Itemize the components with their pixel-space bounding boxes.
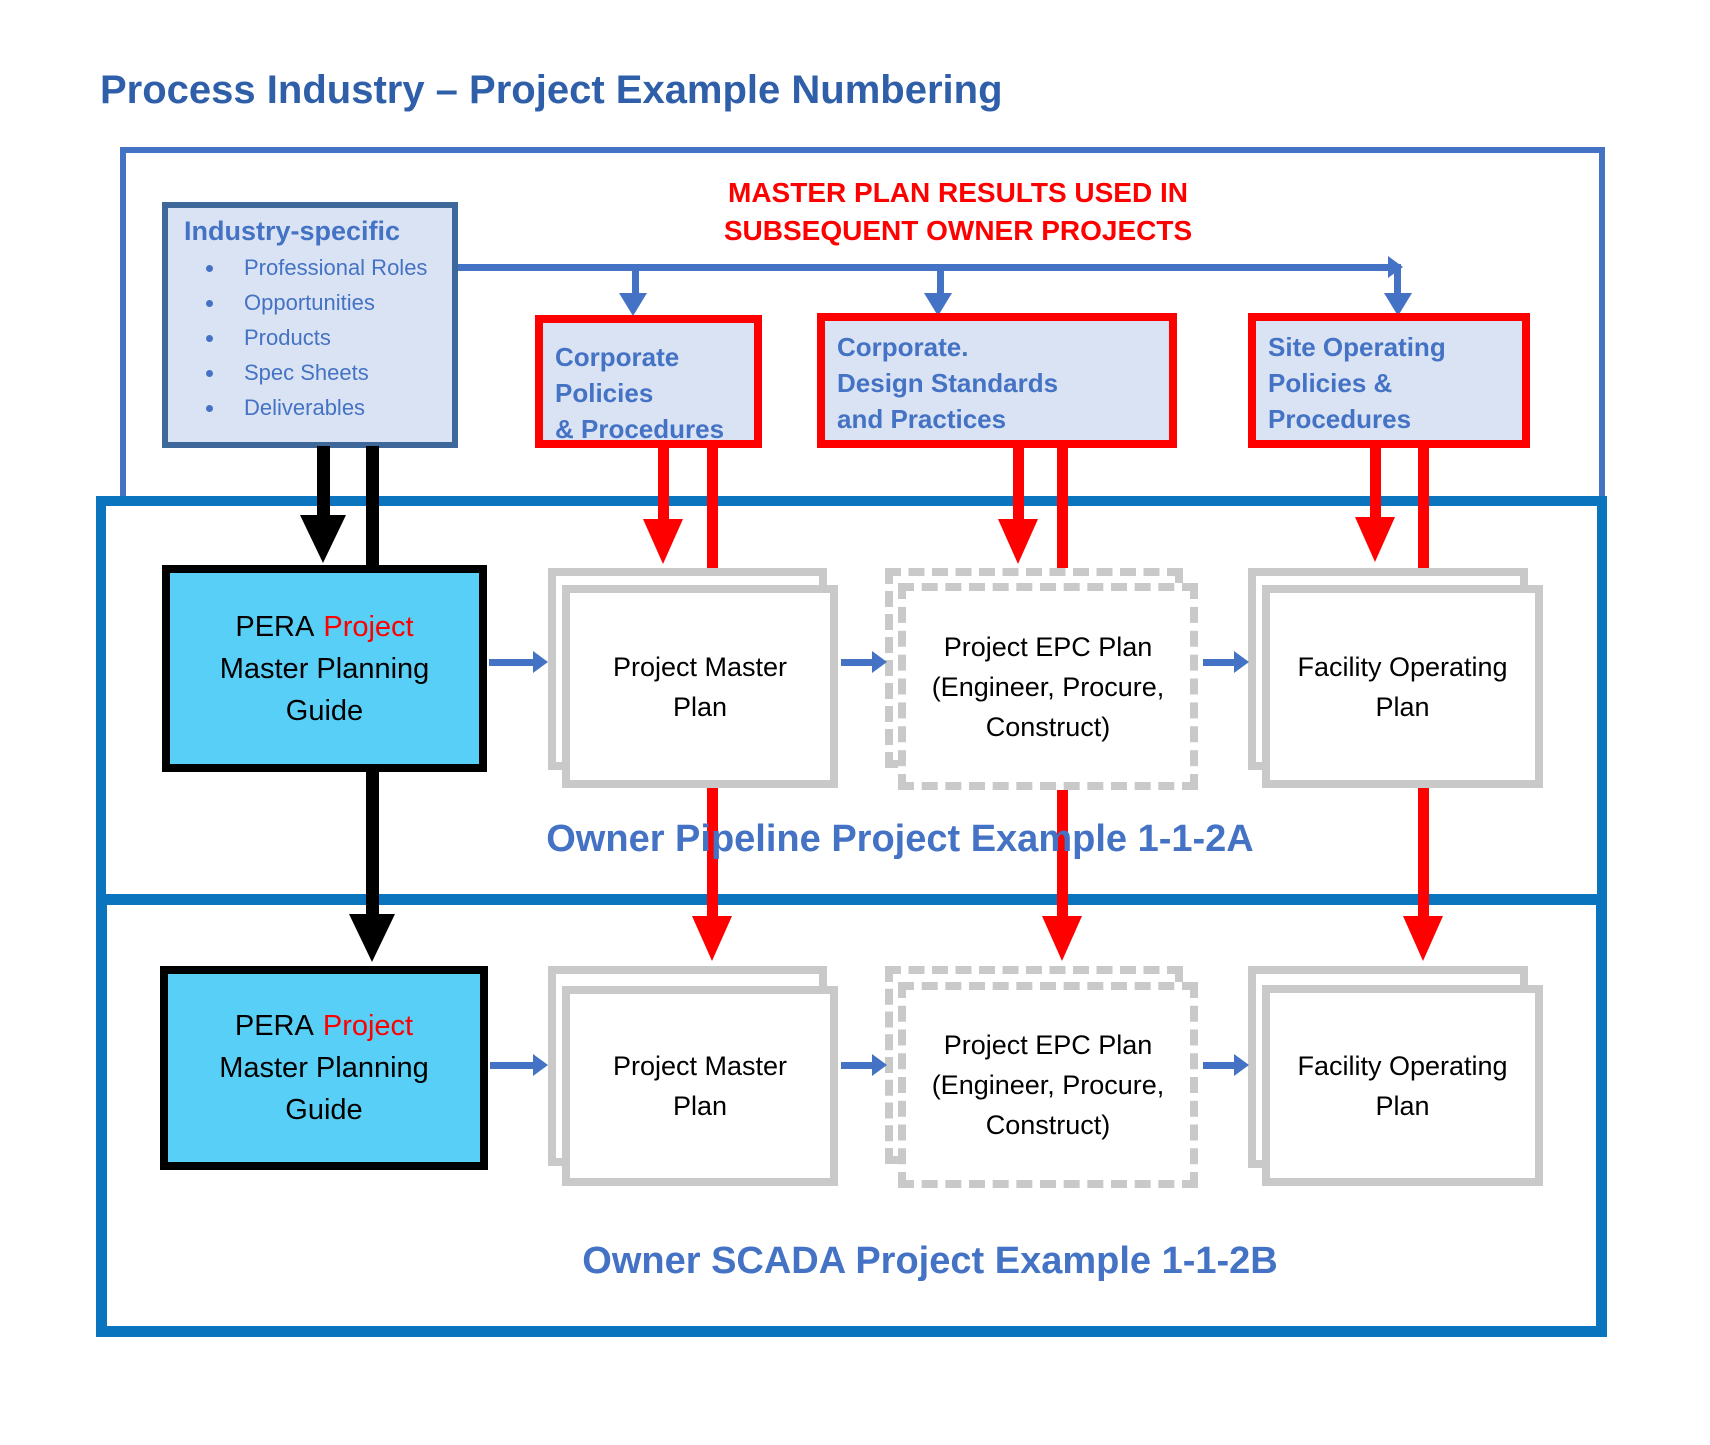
black-arrow-to-pera-scada (366, 772, 379, 916)
red-line-passthrough-masterplan-upper (707, 446, 718, 568)
project-epc-plan-line: Project EPC Plan (943, 631, 1153, 662)
connector-arrowhead-site-operating-icon (1384, 293, 1412, 316)
pera-line2: Master Planning (219, 652, 430, 685)
pipeline-section-title: Owner Pipeline Project Example 1-1-2A (546, 818, 1254, 860)
corporate-design-line: and Practices (837, 404, 1007, 434)
pera-highlight: Project (323, 610, 414, 643)
connector-arrowhead-corporate-policies-icon (619, 293, 647, 316)
pera-line3: Guide (285, 1094, 363, 1126)
facility-operating-plan-box-pipeline: Facility Operating Plan (1262, 585, 1543, 788)
industry-bullet: Products (226, 325, 452, 351)
black-arrowhead-pera-pipeline-icon (300, 515, 346, 563)
industry-specific-heading: Industry-specific (184, 216, 401, 246)
connector-drop-corporate-design (937, 268, 944, 295)
project-master-plan-line: Project Master (612, 1051, 788, 1081)
industry-specific-box: Industry-specific Professional Roles Opp… (162, 202, 458, 448)
flow-arrowhead-pipeline-icon (533, 651, 548, 673)
red-arrowhead-facility-scada-icon (1403, 916, 1443, 961)
flow-arrowhead-scada-icon (1234, 1054, 1249, 1076)
industry-bullet: Spec Sheets (226, 360, 452, 386)
project-master-plan-line: Project Master (612, 651, 788, 682)
master-plan-note-line1: MASTER PLAN RESULTS USED IN (728, 177, 1188, 208)
black-line-passthrough-upper (366, 446, 379, 566)
project-master-plan-box-scada: Project Master Plan (562, 986, 838, 1186)
flow-arrowhead-pipeline-icon (1234, 651, 1249, 673)
flow-arrow-pera-to-masterplan-pipeline (489, 659, 534, 666)
red-arrow-policies-to-masterplan-pipeline (658, 446, 669, 521)
red-arrowhead-epc-pipeline-icon (998, 519, 1038, 564)
industry-bullet: Opportunities (226, 290, 452, 316)
flow-arrow-masterplan-to-epc-pipeline (841, 659, 874, 666)
red-arrowhead-epc-scada-icon (1042, 916, 1082, 961)
red-line-passthrough-facility-upper (1418, 446, 1429, 568)
site-operating-line: Policies & (1268, 368, 1393, 398)
flow-arrow-masterplan-to-epc-scada (841, 1062, 874, 1069)
master-plan-note: MASTER PLAN RESULTS USED IN SUBSEQUENT O… (658, 174, 1258, 250)
project-epc-plan-line: (Engineer, Procure, (931, 671, 1165, 702)
facility-operating-plan-line: Plan (1375, 691, 1430, 722)
red-arrow-siteops-to-facility-scada (1418, 788, 1429, 918)
project-epc-plan-line: (Engineer, Procure, (931, 1070, 1165, 1100)
project-epc-plan-line: Construct) (985, 711, 1111, 742)
project-master-plan-line: Plan (672, 1091, 728, 1121)
red-line-passthrough-epc-upper (1057, 446, 1068, 568)
pera-prefix: PERA (235, 610, 315, 643)
pera-highlight: Project (322, 1010, 414, 1042)
corporate-policies-line: Corporate Policies (555, 342, 680, 408)
project-master-plan-box-pipeline: Project Master Plan (562, 585, 838, 788)
connector-industry-line (458, 264, 1390, 271)
facility-operating-plan-line: Plan (1375, 1090, 1430, 1121)
pera-prefix: PERA (234, 1010, 314, 1042)
flow-arrow-epc-to-facility-scada (1203, 1062, 1236, 1069)
connector-arrowhead-corporate-design-icon (924, 293, 952, 316)
corporate-design-standards-box: Corporate. Design Standards and Practice… (817, 313, 1177, 448)
project-epc-plan-box-pipeline: Project EPC Plan (Engineer, Procure, Con… (898, 583, 1198, 790)
facility-operating-plan-box-scada: Facility Operating Plan (1262, 985, 1543, 1186)
connector-drop-corporate-policies (632, 268, 639, 295)
project-epc-plan-line: Project EPC Plan (943, 1030, 1153, 1060)
industry-bullet-list: Professional Roles Opportunities Product… (184, 255, 452, 421)
red-arrow-design-to-epc-pipeline (1013, 446, 1024, 521)
flow-arrow-pera-to-masterplan-scada (490, 1062, 535, 1069)
red-arrowhead-masterplan-pipeline-icon (643, 519, 683, 564)
site-operating-line: Procedures (1268, 404, 1412, 434)
site-operating-policies-box: Site Operating Policies & Procedures (1248, 313, 1530, 448)
page-title: Process Industry – Project Example Numbe… (100, 68, 1003, 112)
pera-line2: Master Planning (219, 1052, 429, 1084)
industry-bullet: Deliverables (226, 395, 452, 421)
red-arrowhead-facility-pipeline-icon (1355, 517, 1395, 562)
flow-arrowhead-pipeline-icon (872, 651, 887, 673)
red-arrow-policies-to-masterplan-scada (707, 788, 718, 918)
red-arrowhead-masterplan-scada-icon (692, 916, 732, 961)
site-operating-line: Site Operating (1268, 332, 1446, 362)
corporate-design-line: Design Standards (837, 368, 1059, 398)
pera-line3: Guide (285, 694, 364, 727)
facility-operating-plan-line: Facility Operating (1297, 651, 1508, 682)
project-epc-plan-box-scada: Project EPC Plan (Engineer, Procure, Con… (898, 982, 1198, 1188)
corporate-policies-line: & Procedures (555, 414, 725, 444)
red-arrow-siteops-to-facility-pipeline (1370, 446, 1381, 519)
scada-section-title: Owner SCADA Project Example 1-1-2B (582, 1240, 1278, 1282)
flow-arrow-epc-to-facility-pipeline (1203, 659, 1236, 666)
industry-bullet: Professional Roles (226, 255, 452, 281)
facility-operating-plan-line: Facility Operating (1297, 1050, 1508, 1081)
flow-arrowhead-scada-icon (872, 1054, 887, 1076)
scada-section-frame (96, 894, 1607, 1337)
black-arrowhead-pera-scada-icon (349, 914, 395, 962)
red-arrow-design-to-epc-scada (1057, 788, 1068, 918)
master-plan-note-line2: SUBSEQUENT OWNER PROJECTS (723, 215, 1193, 246)
corporate-design-line: Corporate. (837, 332, 969, 362)
project-master-plan-line: Plan (672, 691, 728, 722)
flow-arrowhead-scada-icon (533, 1054, 548, 1076)
corporate-policies-box: Corporate Policies & Procedures (535, 315, 762, 448)
connector-drop-site-operating (1394, 264, 1401, 295)
black-arrow-to-pera-pipeline (317, 446, 330, 516)
project-epc-plan-line: Construct) (985, 1110, 1111, 1140)
